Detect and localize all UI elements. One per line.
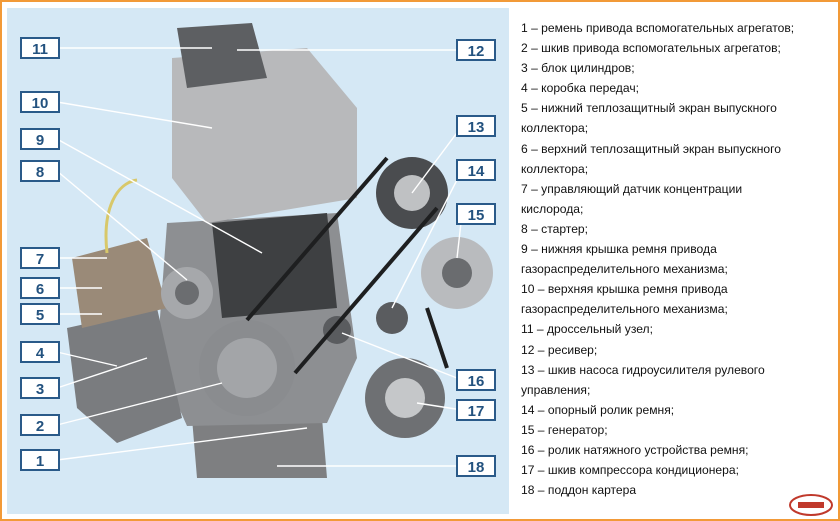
legend-item-15: 15 – генератор;: [521, 422, 608, 437]
lower-belt-cover: [212, 213, 337, 318]
callout-8: 8: [20, 160, 60, 182]
legend-item-12: 12 – ресивер;: [521, 342, 598, 357]
legend-item-17: 17 – шкив компрессора кондиционера;: [521, 463, 739, 478]
receiver: [177, 23, 267, 88]
callout-3: 3: [20, 377, 60, 399]
legend-item-7: 7 – управляющий датчик концентрации кисл…: [521, 181, 743, 216]
legend-item-10: 10 – верхняя крышка ремня привода газора…: [521, 282, 728, 317]
gearbox: [67, 308, 182, 443]
callout-11: 11: [20, 37, 60, 59]
callout-6: 6: [20, 277, 60, 299]
legend-item-5: 5 – нижний теплозащитный экран выпускног…: [521, 101, 777, 136]
engine-photo-panel: 11 10 9 8 7 6 5 4 3 2 1 12 13 14 15 16 1…: [7, 8, 509, 514]
accessory-belt: [245, 156, 449, 375]
oxygen-sensor-wire: [104, 178, 138, 254]
callout-2: 2: [20, 414, 60, 436]
callout-4: 4: [20, 341, 60, 363]
legend-item-2: 2 – шкив привода вспомогательных агрегат…: [521, 41, 781, 56]
legend-item-14: 14 – опорный ролик ремня;: [521, 402, 675, 417]
legend-item-1: 1 – ремень привода вспомогательных агрег…: [521, 21, 795, 35]
legend-item-9: 9 – нижняя крышка ремня привода газорасп…: [521, 242, 728, 277]
callout-5: 5: [20, 303, 60, 325]
callout-17: 17: [456, 399, 496, 421]
legend-item-8: 8 – стартер;: [521, 221, 589, 236]
callout-16: 16: [456, 369, 496, 391]
callout-1: 1: [20, 449, 60, 471]
legend-item-13: 13 – шкив насоса гидроусилителя рулевого…: [521, 362, 765, 397]
callout-18: 18: [456, 455, 496, 477]
callout-14: 14: [456, 159, 496, 181]
legend-item-16: 16 – ролик натяжного устройства ремня;: [521, 442, 749, 457]
tensioner-roller: [323, 316, 351, 344]
legend-item-11: 11 – дроссельный узел;: [521, 322, 653, 337]
legend-item-18: 18 – поддон картера: [521, 483, 637, 498]
callout-13: 13: [456, 115, 496, 137]
callout-10: 10: [20, 91, 60, 113]
callout-12: 12: [456, 39, 496, 61]
leader-lines: [56, 47, 463, 467]
site-logo-icon: [789, 494, 833, 516]
callout-15: 15: [456, 203, 496, 225]
oil-pan: [192, 418, 327, 478]
callout-7: 7: [20, 247, 60, 269]
engine-illustration: [56, 23, 493, 478]
legend-item-6: 6 – верхний теплозащитный экран выпускно…: [521, 141, 781, 176]
legend-item-3: 3 – блок цилиндров;: [521, 61, 635, 76]
callout-9: 9: [20, 128, 60, 150]
idler-roller: [376, 302, 408, 334]
exhaust-heat-shield: [72, 238, 167, 328]
upper-belt-cover: [172, 48, 357, 223]
legend-item-4: 4 – коробка передач;: [521, 81, 639, 96]
parts-legend: 1 – ремень привода вспомогательных агрег…: [521, 18, 833, 500]
